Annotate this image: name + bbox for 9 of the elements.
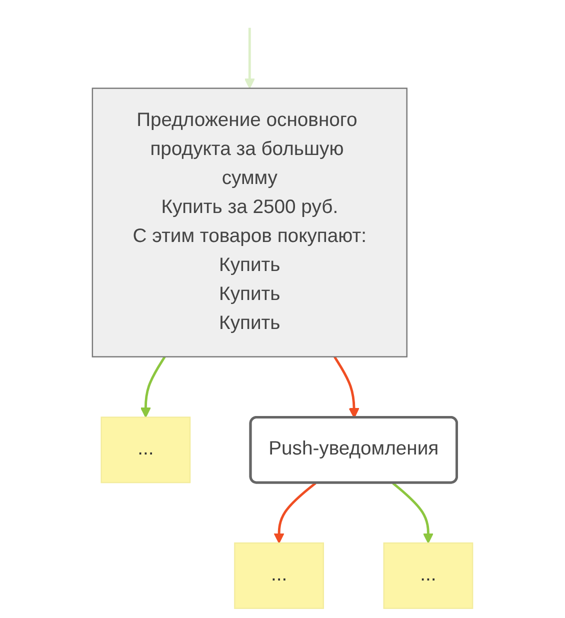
node-box: ... — [234, 542, 324, 609]
arrow — [140, 356, 166, 418]
arrow — [334, 356, 360, 418]
node-box: ... — [100, 416, 191, 484]
arrow — [274, 482, 316, 544]
arrow — [244, 28, 255, 89]
arrow — [392, 482, 434, 544]
node-box: ... — [383, 542, 474, 609]
node-box: Предложение основного продукта за большую сумму Купить за 2500 руб. С этим товаров покупают: Купить Купить Купить — [92, 88, 408, 358]
